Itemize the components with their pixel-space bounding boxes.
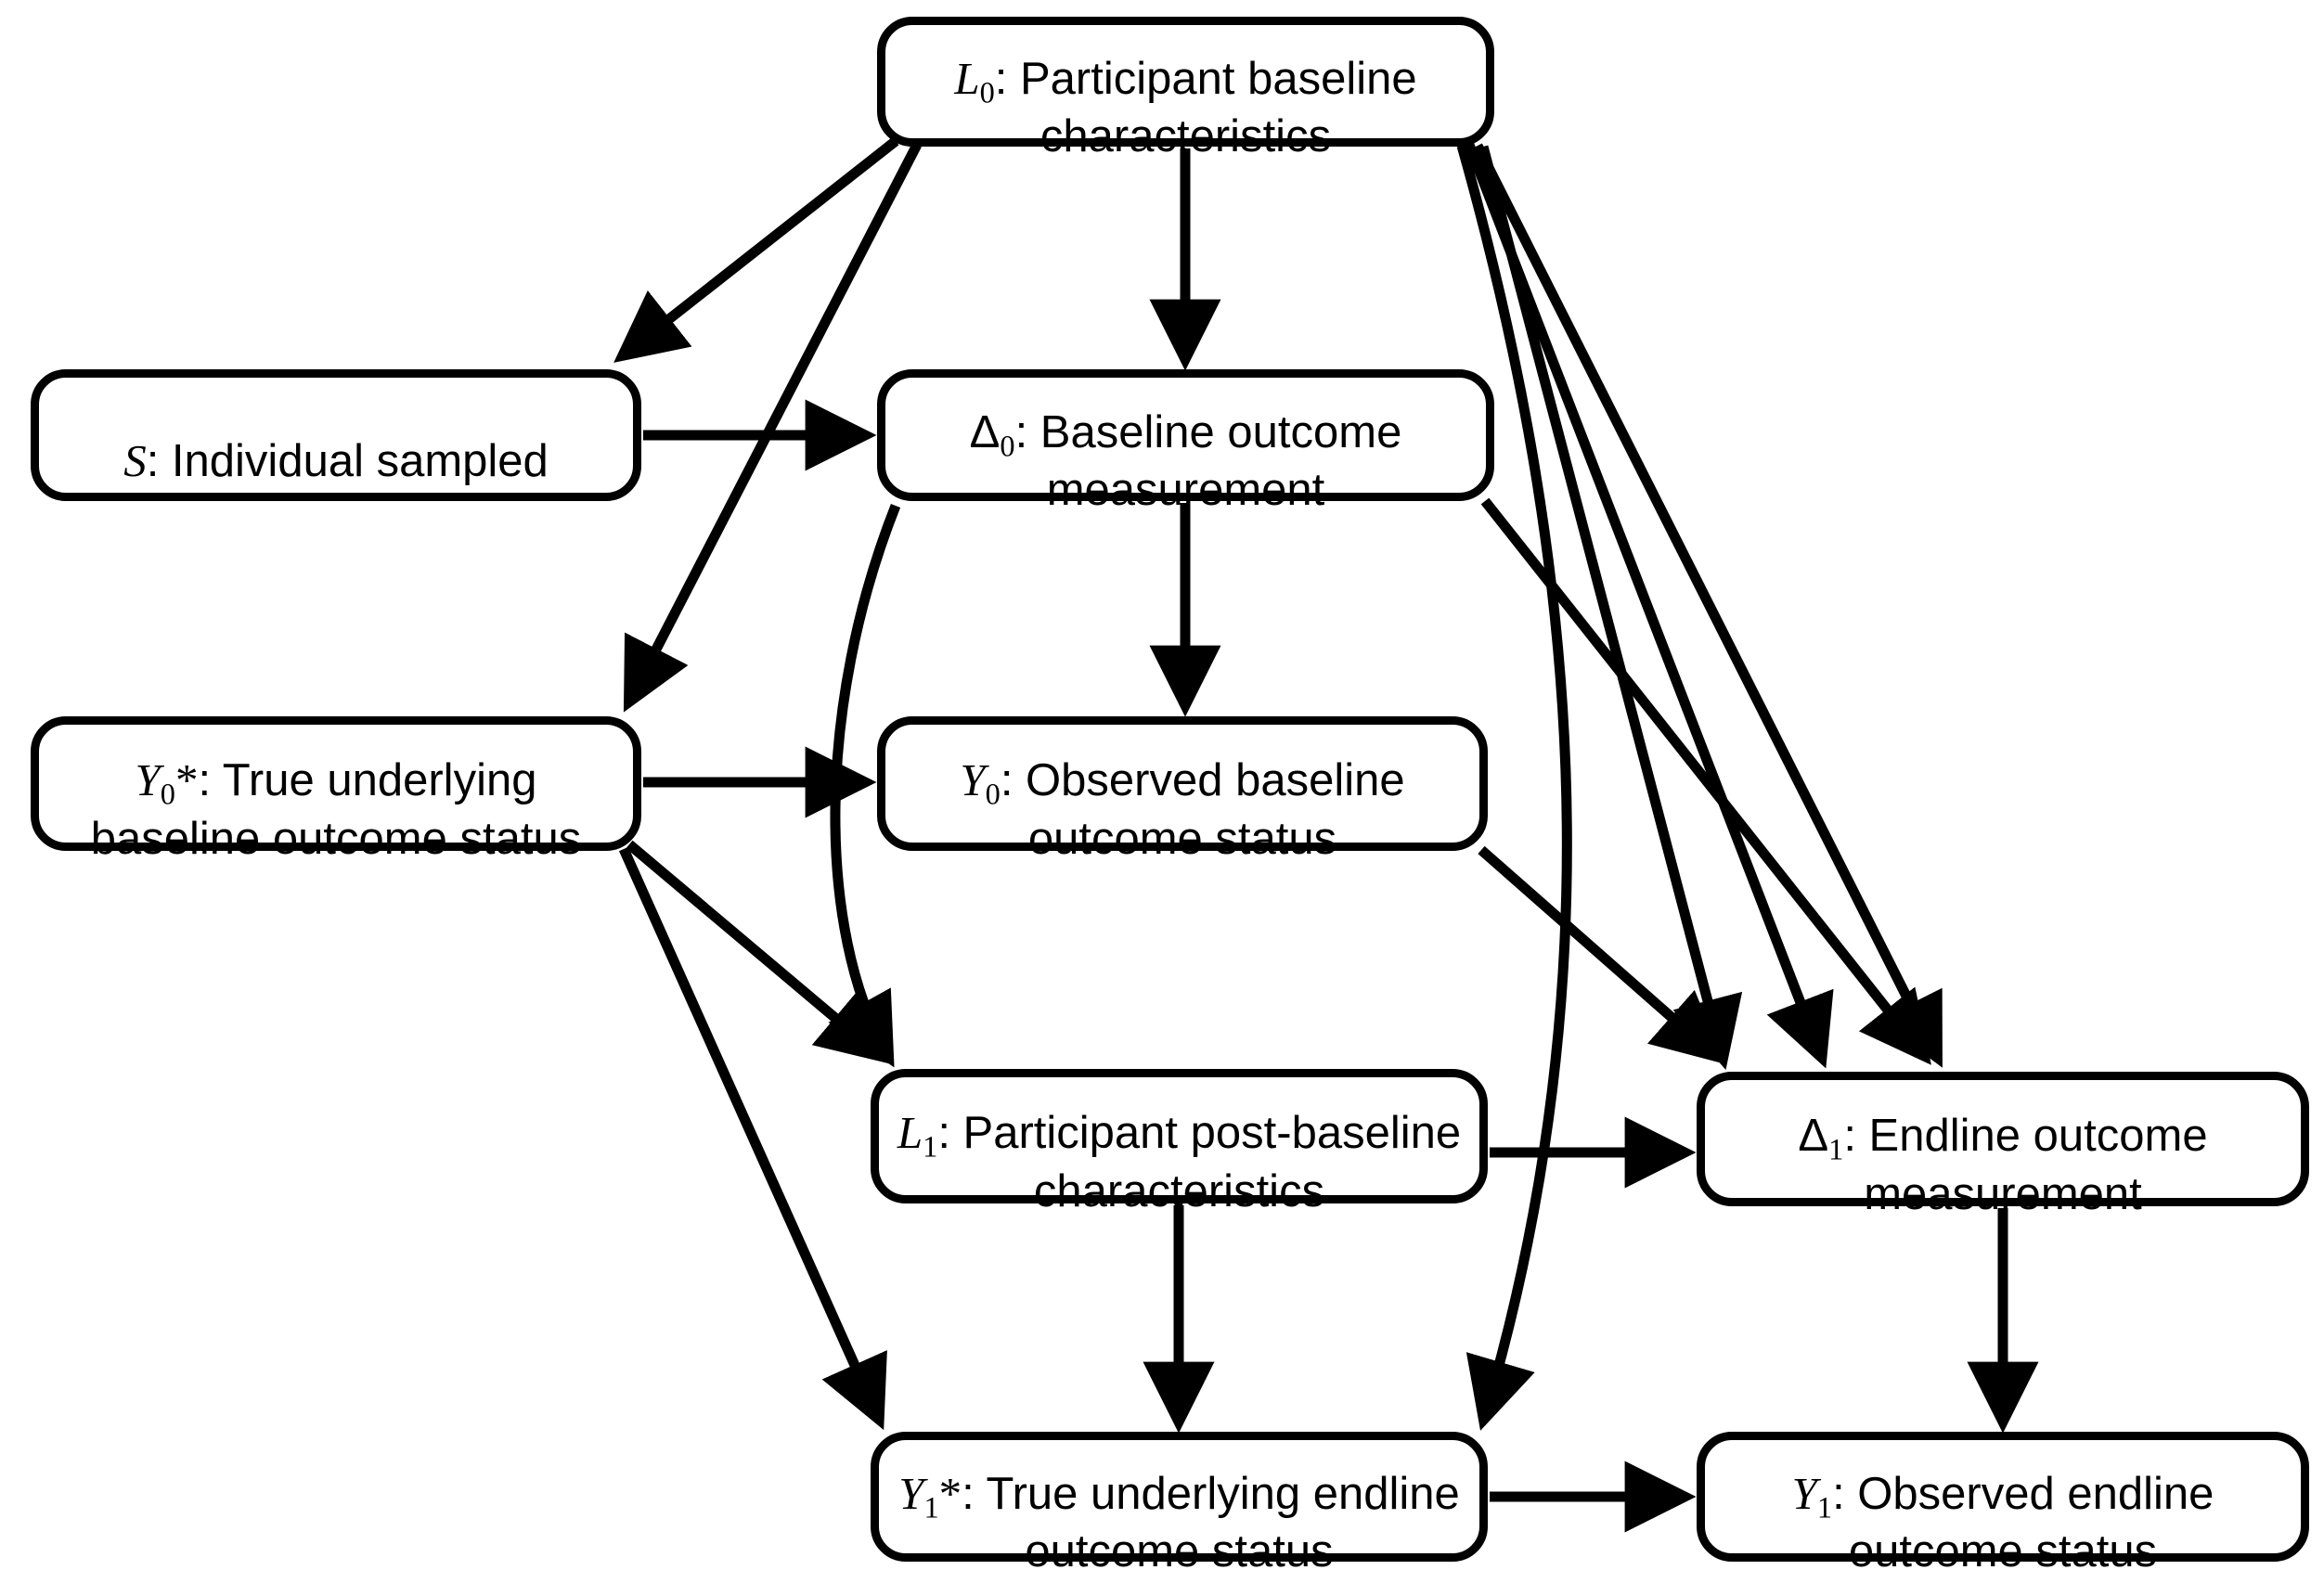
node-l1-label: L1: Participant post-baseline characteri… <box>897 1107 1462 1216</box>
node-l0[interactable]: L0: Participant baseline characteristics <box>877 17 1494 161</box>
node-l0-label: L0: Participant baseline characteristics <box>954 52 1417 162</box>
edge-l0-to-delta1-c <box>1478 145 1743 1071</box>
edge-l0-to-delta1-b <box>1473 143 1943 1068</box>
edge-l0-to-y0star <box>623 142 922 713</box>
node-s-label: S: Individual sampled <box>123 435 549 486</box>
node-y1[interactable]: Y1: Observed endline outcome status <box>1697 1432 2309 1570</box>
edge-delta0-to-delta1 <box>1480 497 1931 1065</box>
node-y0-label: Y0: Observed baseline outcome status <box>960 754 1405 864</box>
node-y0-star[interactable]: Y0*: True underlying baseline outcome st… <box>31 716 641 864</box>
node-y1-label: Y1: Observed endline outcome status <box>1791 1467 2214 1570</box>
edge-l0-to-s <box>613 136 899 363</box>
edge-l0-to-y1star <box>1456 144 1572 1431</box>
edge-y0-to-delta1 <box>1478 845 1725 1064</box>
node-l1[interactable]: L1: Participant post-baseline characteri… <box>871 1069 1488 1216</box>
node-y0[interactable]: Y0: Observed baseline outcome status <box>877 716 1488 864</box>
node-delta1[interactable]: Δ1: Endline outcome measurement <box>1697 1072 2309 1219</box>
node-delta0[interactable]: Δ0: Baseline outcome measurement <box>877 369 1494 515</box>
node-s[interactable]: S: Individual sampled <box>31 369 641 501</box>
node-delta0-label: Δ0: Baseline outcome measurement <box>969 406 1402 516</box>
node-y1-star[interactable]: Y1*: True underlying endline outcome sta… <box>871 1432 1488 1570</box>
node-y0-star-label: Y0*: True underlying baseline outcome st… <box>90 754 582 864</box>
edge-y0star-to-l1 <box>626 840 890 1064</box>
edge-y0star-to-y1star <box>618 846 887 1431</box>
node-delta1-label: Δ1: Endline outcome measurement <box>1798 1111 2208 1219</box>
node-y1-star-label: Y1*: True underlying endline outcome sta… <box>898 1467 1460 1570</box>
